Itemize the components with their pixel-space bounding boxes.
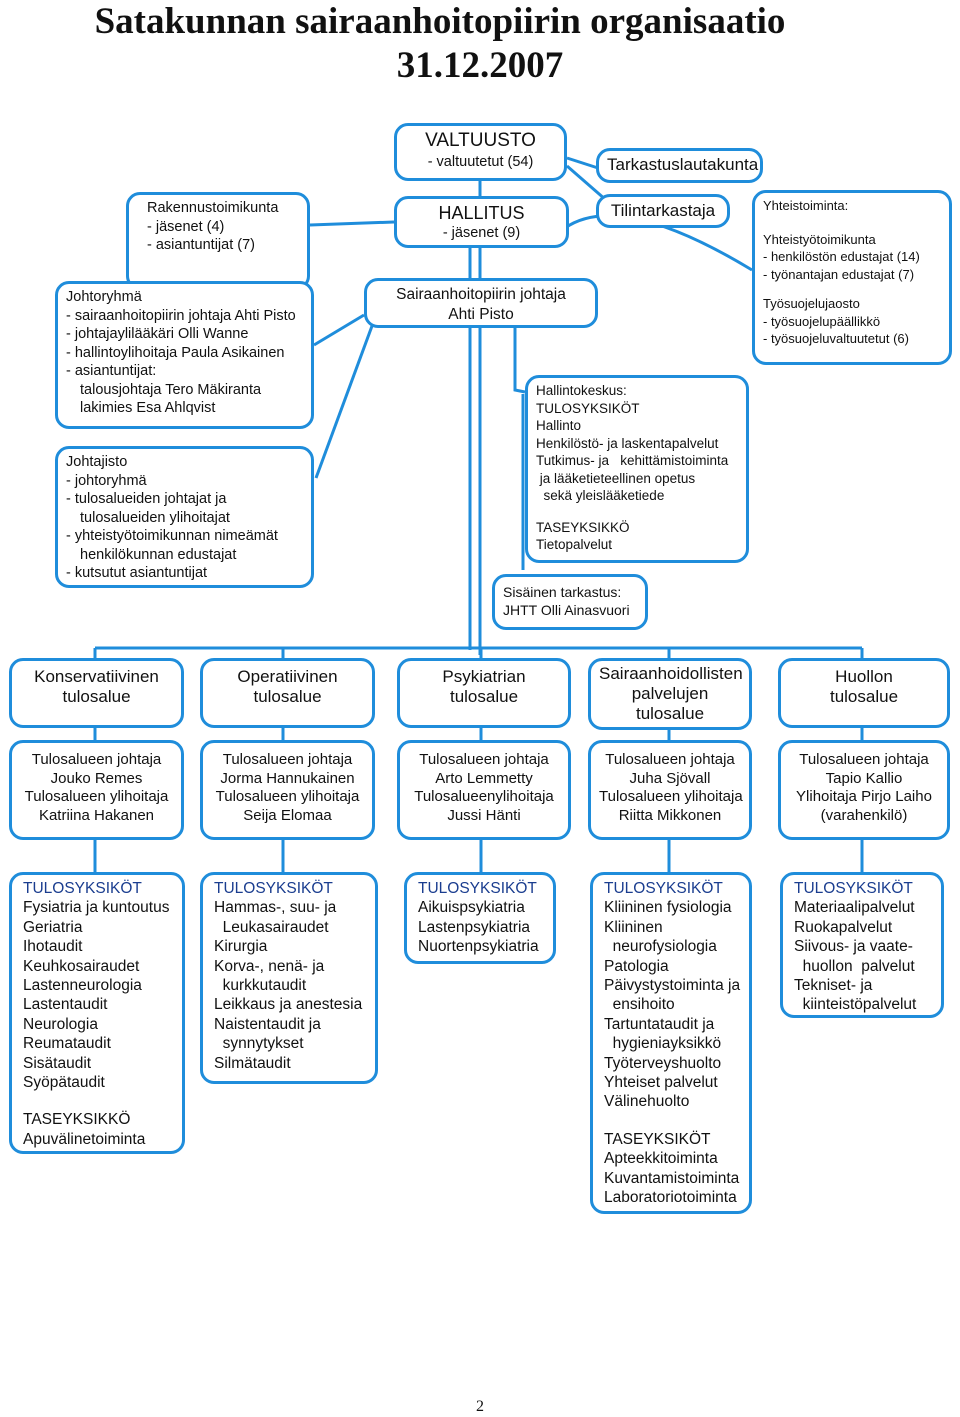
tyosuojelujaosto-title: Työsuojelujaosto bbox=[763, 296, 860, 311]
valtuusto-name: VALTUUSTO bbox=[425, 130, 536, 151]
area-name-huolto: Huollon tulosalue bbox=[778, 658, 950, 728]
area-leaders-psykiatria: Tulosalueen johtaja Arto Lemmetty Tulosa… bbox=[397, 740, 571, 840]
area-units-huolto: TULOSYKSIKÖT Materiaalipalvelut Ruokapal… bbox=[780, 872, 944, 1018]
area-name-konservatiivinen: Konservatiivinen tulosalue bbox=[9, 658, 184, 728]
johtoryhma-line: - asiantuntijat: bbox=[66, 363, 157, 379]
johtajisto-line: henkilökunnan edustajat bbox=[80, 546, 237, 563]
johtoryhma-line: - hallintoylihoitaja Paula Asikainen bbox=[66, 344, 285, 361]
johtoryhma-line: talousjohtaja Tero Mäkiranta bbox=[80, 381, 262, 398]
yhteistyotoimikunta-line: - työnantajan edustajat (7) bbox=[763, 266, 915, 282]
hallintokeskus-unit: Hallinto bbox=[536, 418, 582, 433]
area-name-operatiivinen: Operatiivinen tulosalue bbox=[200, 658, 375, 728]
rakennustoimikunta-box: Rakennustoimikunta - jäsenet (4) - asian… bbox=[126, 192, 310, 290]
johtajisto-line: - tulosalueiden johtajat ja bbox=[66, 491, 227, 507]
johtajisto-line: - kutsutut asiantuntijat bbox=[66, 565, 208, 581]
rakennustoimikunta-line: - jäsenet (4) bbox=[147, 218, 225, 235]
hallintokeskus-tulos-head: TULOSYKSIKÖT bbox=[536, 400, 640, 416]
yhteistoiminta-box: Yhteistoiminta: Yhteistyötoimikunta - he… bbox=[752, 190, 952, 365]
hallintokeskus-unit: Tutkimus- ja kehittämistoiminta bbox=[536, 453, 729, 468]
sisainen-title: Sisäinen tarkastus: bbox=[503, 584, 622, 600]
hallintokeskus-tase-unit: Tietopalvelut bbox=[536, 537, 613, 552]
hallitus-detail: - jäsenet (9) bbox=[442, 225, 521, 241]
yhteistoiminta-title: Yhteistoiminta: bbox=[763, 198, 849, 213]
valtuusto-detail: - valtuutetut (54) bbox=[427, 154, 534, 170]
hallintokeskus-unit: Henkilöstö- ja laskentapalvelut bbox=[536, 435, 719, 451]
johtajisto-line: - yhteistyötoimikunnan nimeämät bbox=[66, 528, 278, 544]
hallintokeskus-title: Hallintokeskus: bbox=[536, 383, 627, 398]
tyosuojelujaosto-line: - työsuojelupäällikkö bbox=[763, 313, 881, 329]
johtaja-title: Sairaanhoitopiirin johtaja bbox=[396, 286, 566, 303]
area-units-sairaanhoidolliset: TULOSYKSIKÖT Kliininen fysiologia Kliini… bbox=[590, 872, 752, 1214]
johtoryhma-line: - johtajaylilääkäri Olli Wanne bbox=[66, 326, 249, 342]
hallintokeskus-unit: sekä yleislääketiede bbox=[536, 488, 665, 503]
area-leaders-konservatiivinen: Tulosalueen johtaja Jouko Remes Tulosalu… bbox=[9, 740, 184, 840]
johtaja-box: Sairaanhoitopiirin johtaja Ahti Pisto bbox=[364, 278, 598, 328]
page-title: Satakunnan sairaanhoitopiirin organisaat… bbox=[94, 1, 786, 42]
johtajisto-line: tulosalueiden ylihoitajat bbox=[80, 509, 230, 526]
area-leaders-huolto: Tulosalueen johtaja Tapio Kallio Ylihoit… bbox=[778, 740, 950, 840]
johtaja-name: Ahti Pisto bbox=[448, 306, 514, 323]
area-units-konservatiivinen: TULOSYKSIKÖT Fysiatria ja kuntoutus Geri… bbox=[9, 872, 185, 1154]
yhteistyotoimikunta-title: Yhteistyötoimikunta bbox=[763, 231, 876, 247]
johtajisto-box: Johtajisto - johtoryhmä - tulosalueiden … bbox=[55, 446, 314, 588]
rakennustoimikunta-line: - asiantuntijat (7) bbox=[147, 237, 255, 253]
hallintokeskus-box: Hallintokeskus: TULOSYKSIKÖT Hallinto He… bbox=[525, 375, 749, 563]
tilintarkastaja-box: Tilintarkastaja bbox=[596, 194, 730, 228]
tarkastuslautakunta-label: Tarkastuslautakunta bbox=[607, 155, 759, 174]
hallitus-name: HALLITUS bbox=[438, 203, 525, 223]
yhteistyotoimikunta-line: - henkilöstön edustajat (14) bbox=[763, 249, 920, 264]
area-leaders-sairaanhoidolliset: Tulosalueen johtaja Juha Sjövall Tulosal… bbox=[588, 740, 752, 840]
tyosuojelujaosto-line: - työsuojeluvaltuutetut (6) bbox=[763, 331, 909, 346]
johtoryhma-title: Johtoryhmä bbox=[66, 289, 142, 305]
page-date: 31.12.2007 bbox=[396, 45, 564, 86]
hallintokeskus-unit: ja lääketieteellinen opetus bbox=[536, 470, 696, 486]
area-leaders-operatiivinen: Tulosalueen johtaja Jorma Hannukainen Tu… bbox=[200, 740, 375, 840]
area-units-psykiatria: TULOSYKSIKÖT Aikuispsykiatria Lastenpsyk… bbox=[404, 872, 556, 964]
johtoryhma-box: Johtoryhmä - sairaanhoitopiirin johtaja … bbox=[55, 281, 314, 429]
tarkastuslautakunta-box: Tarkastuslautakunta bbox=[596, 148, 763, 183]
area-name-psykiatria: Psykiatrian tulosalue bbox=[397, 658, 571, 728]
area-units-operatiivinen: TULOSYKSIKÖT Hammas-, suu- ja Leukasaira… bbox=[200, 872, 378, 1084]
johtoryhma-line: lakimies Esa Ahlqvist bbox=[80, 400, 216, 416]
johtoryhma-line: - sairaanhoitopiirin johtaja Ahti Pisto bbox=[66, 307, 296, 324]
page-number: 2 bbox=[476, 1398, 484, 1415]
valtuusto-box: VALTUUSTO - valtuutetut (54) bbox=[394, 123, 567, 181]
rakennustoimikunta-name: Rakennustoimikunta bbox=[147, 200, 279, 216]
hallintokeskus-tase-head: TASEYKSIKKÖ bbox=[536, 519, 630, 535]
johtajisto-title: Johtajisto bbox=[66, 454, 128, 470]
area-name-sairaanhoidolliset: Sairaanhoidollisten palvelujen tulosalue bbox=[588, 658, 752, 730]
johtajisto-line: - johtoryhmä bbox=[66, 472, 147, 489]
sisainen-tarkastus-box: Sisäinen tarkastus: JHTT Olli Ainasvuori bbox=[492, 574, 648, 630]
hallitus-box: HALLITUS - jäsenet (9) bbox=[394, 196, 569, 248]
tilintarkastaja-label: Tilintarkastaja bbox=[610, 201, 716, 220]
sisainen-name: JHTT Olli Ainasvuori bbox=[503, 602, 630, 618]
